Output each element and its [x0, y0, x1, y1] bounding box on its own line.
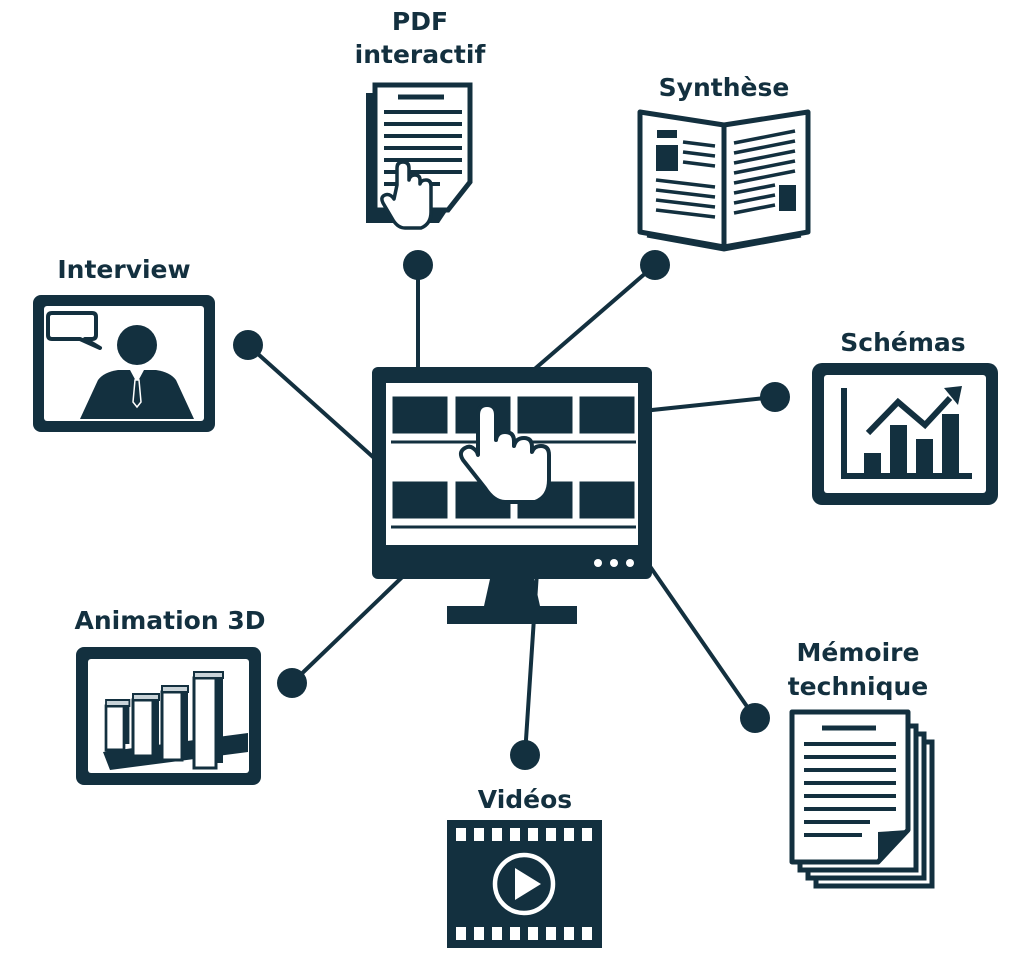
hub-monitor — [372, 367, 652, 624]
dot-pdf — [403, 250, 433, 280]
label-memoire-technique: Mémoire technique — [787, 638, 929, 701]
monitor-stand — [484, 579, 540, 606]
dot-schemas — [760, 382, 790, 412]
speaker-screen-icon — [33, 295, 215, 432]
open-newspaper-icon — [637, 109, 811, 252]
label-synthese: Synthèse — [658, 73, 790, 102]
dot-interview — [233, 330, 263, 360]
film-play-icon — [447, 820, 602, 948]
dot-synthese — [640, 250, 670, 280]
monitor-dot — [610, 559, 618, 567]
monitor-base — [447, 606, 577, 624]
label-videos: Vidéos — [477, 785, 573, 814]
dot-animation — [277, 668, 307, 698]
label-pdf-interactif: PDF interactif — [354, 7, 486, 69]
label-schemas: Schémas — [840, 328, 966, 357]
growth-chart-icon — [812, 363, 998, 505]
monitor-dot — [594, 559, 602, 567]
hand-cursor-icon — [458, 403, 551, 504]
3d-bars-screen-icon — [76, 647, 261, 785]
monitor-dot — [626, 559, 634, 567]
document-stack-icon — [789, 709, 935, 889]
dot-memoire — [740, 703, 770, 733]
label-animation-3d: Animation 3D — [74, 606, 266, 635]
node-dots — [233, 250, 790, 770]
label-interview: Interview — [57, 255, 191, 284]
dot-videos — [510, 740, 540, 770]
pointer-document-icon — [366, 82, 473, 230]
